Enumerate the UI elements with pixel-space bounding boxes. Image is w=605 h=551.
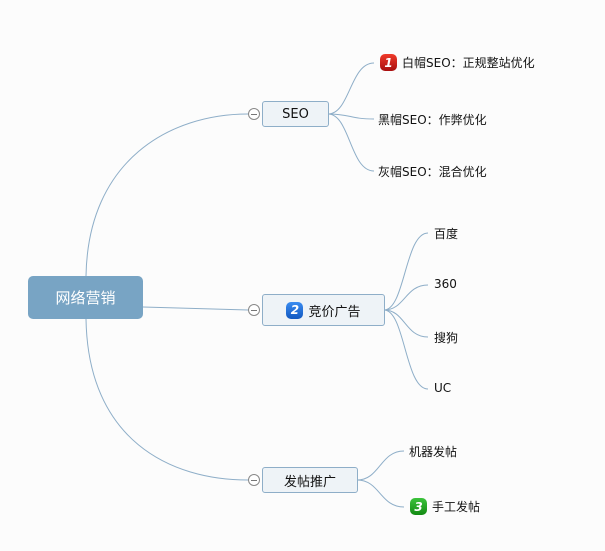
subtopic-label: 白帽SEO：正规整站优化 [402, 56, 535, 70]
topic-post-promotion[interactable]: 发帖推广 [262, 467, 358, 493]
topic-label: 竞价广告 [308, 304, 361, 320]
subtopic-black-hat[interactable]: 黑帽SEO：作弊优化 [378, 113, 487, 127]
collapse-toggle-seo[interactable] [248, 108, 260, 120]
connector-seo-2 [327, 113, 375, 120]
connector-ads-2 [383, 284, 429, 311]
topic-seo[interactable]: SEO [262, 101, 329, 127]
priority-1-icon: 1 [380, 54, 397, 71]
connector-post-1 [356, 450, 405, 481]
priority-3-icon: 3 [410, 498, 427, 515]
subtopic-white-hat[interactable]: 1 白帽SEO：正规整站优化 [380, 54, 535, 71]
connector-post-2 [356, 479, 405, 508]
subtopic-manual-post[interactable]: 3 手工发帖 [410, 498, 480, 515]
connector-seo-3 [327, 113, 375, 172]
topic-label: SEO [282, 106, 309, 122]
subtopic-machine-post[interactable]: 机器发帖 [409, 445, 458, 459]
subtopic-label: 手工发帖 [432, 500, 481, 514]
connector-root-post [85, 318, 249, 481]
priority-2-icon: 2 [286, 301, 304, 319]
collapse-toggle-ads[interactable] [248, 304, 260, 316]
subtopic-baidu[interactable]: 百度 [434, 227, 459, 241]
connector-root-seo [85, 113, 249, 277]
subtopic-gray-hat[interactable]: 灰帽SEO：混合优化 [378, 165, 487, 179]
subtopic-uc[interactable]: UC [434, 381, 452, 395]
subtopic-360[interactable]: 360 [434, 277, 457, 291]
topic-label: 发帖推广 [283, 474, 336, 490]
connector-ads-1 [383, 232, 429, 311]
collapse-toggle-post[interactable] [248, 474, 260, 486]
connector-ads-3 [383, 309, 429, 338]
connector-seo-1 [327, 62, 375, 115]
root-topic[interactable]: 网络营销 [28, 276, 143, 319]
connector-root-ads [142, 306, 249, 311]
subtopic-sogou[interactable]: 搜狗 [434, 331, 459, 345]
connector-ads-4 [383, 309, 429, 390]
